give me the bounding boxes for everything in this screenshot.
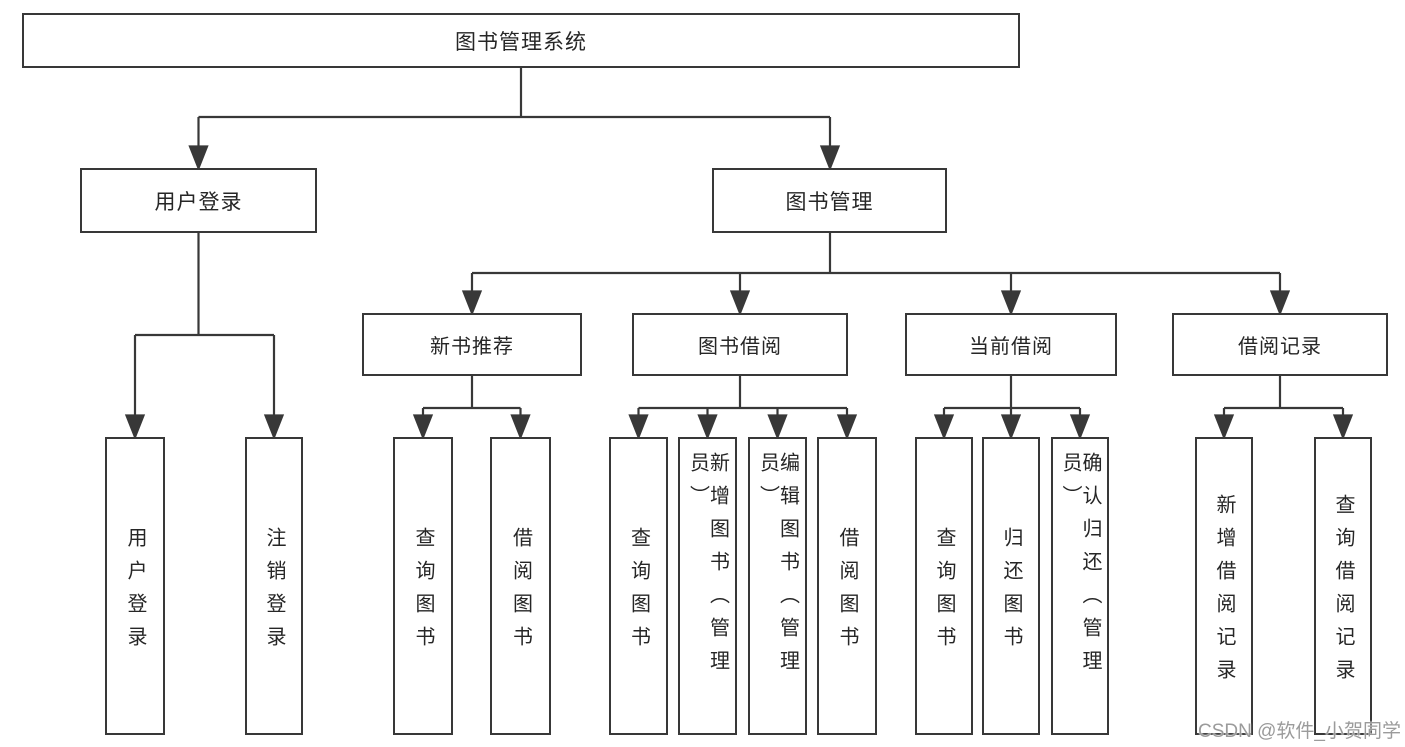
- node-borrow-books-newbook: 借阅图书: [490, 437, 551, 735]
- node-label: 当前借阅: [969, 336, 1053, 358]
- node-label: 查询图书: [412, 526, 434, 659]
- node-add-book-admin: 新增图书（管理员）: [678, 437, 737, 735]
- node-label: 用户登录: [124, 526, 146, 659]
- node-library-management-system: 图书管理系统: [22, 13, 1020, 68]
- node-label: 新增图书（管理员）: [686, 452, 729, 683]
- node-book-borrowing: 图书借阅: [632, 313, 848, 376]
- node-confirm-return-admin: 确认归还（管理员）: [1051, 437, 1109, 735]
- connector-new-book: [412, 376, 531, 440]
- node-label: 新增借阅记录: [1213, 493, 1235, 692]
- node-label: 图书借阅: [698, 336, 782, 358]
- connector-user-login: [124, 233, 285, 440]
- node-edit-book-admin: 编辑图书（管理员）: [748, 437, 807, 735]
- connector-book-borrowing: [628, 376, 858, 440]
- connector-root: [188, 68, 841, 171]
- node-label: 用户登录: [154, 190, 243, 214]
- node-add-borrow-record: 新增借阅记录: [1195, 437, 1253, 735]
- node-label: 查询借阅记录: [1332, 493, 1354, 692]
- node-label: 查询图书: [933, 526, 955, 659]
- node-label: 注销登录: [263, 526, 285, 659]
- node-label: 编辑图书（管理员）: [756, 452, 799, 683]
- node-user-login: 用户登录: [80, 168, 317, 233]
- node-user-login-leaf: 用户登录: [105, 437, 165, 735]
- node-current-borrowing: 当前借阅: [905, 313, 1117, 376]
- node-query-books-borrowing: 查询图书: [609, 437, 668, 735]
- node-book-management: 图书管理: [712, 168, 947, 233]
- node-query-books-newbook: 查询图书: [393, 437, 453, 735]
- node-label: 查询图书: [627, 526, 650, 659]
- connector-current-borrowing: [933, 376, 1091, 440]
- node-borrow-books: 借阅图书: [817, 437, 877, 735]
- node-label: 借阅图书: [836, 526, 858, 659]
- node-borrowing-records: 借阅记录: [1172, 313, 1388, 376]
- connector-borrowing-records: [1213, 376, 1354, 440]
- node-label: 确认归还（管理员）: [1059, 452, 1101, 683]
- node-label: 借阅记录: [1238, 336, 1322, 358]
- node-label: 借阅图书: [509, 526, 532, 659]
- node-label: 图书管理: [785, 190, 874, 214]
- node-logout: 注销登录: [245, 437, 303, 735]
- node-label: 归还图书: [1000, 526, 1022, 659]
- connector-book-management: [461, 233, 1291, 316]
- node-query-books-current: 查询图书: [915, 437, 973, 735]
- node-query-borrow-record: 查询借阅记录: [1314, 437, 1372, 735]
- node-label: 图书管理系统: [455, 30, 587, 54]
- node-label: 新书推荐: [430, 336, 514, 358]
- watermark: CSDN @软件_小贺同学: [1198, 721, 1401, 742]
- node-new-book-recommendation: 新书推荐: [362, 313, 582, 376]
- node-return-books: 归还图书: [982, 437, 1040, 735]
